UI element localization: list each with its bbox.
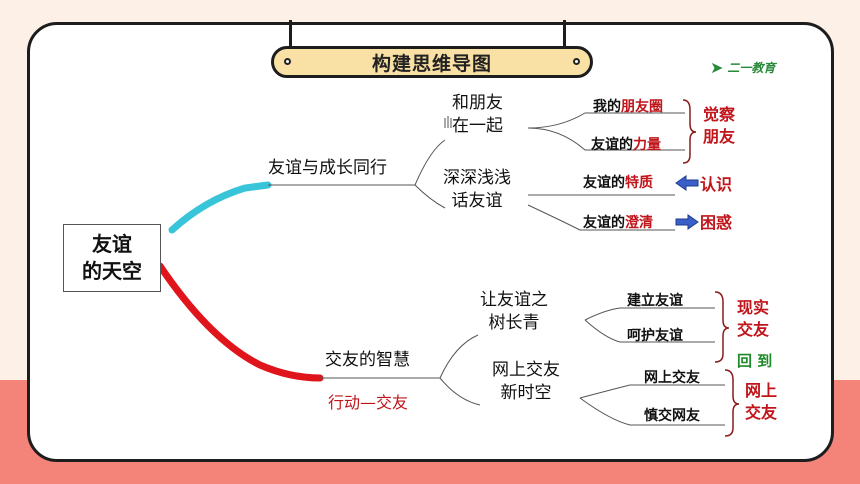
sub-node-1-line-1: 和朋友 <box>452 93 503 113</box>
binder-ring-right <box>563 20 566 46</box>
binder-ring-left <box>289 20 292 46</box>
arrow-right-icon <box>675 214 699 230</box>
annotation-1-line-2: 朋友 <box>703 127 736 146</box>
sub-node-1-line-2: 在一起 <box>452 116 503 136</box>
sub-node-2-line-1: 深深浅浅 <box>443 168 511 188</box>
root-line-2: 的天空 <box>82 259 142 283</box>
annotation-6-line-2: 交友 <box>745 403 778 422</box>
leaf-4: 友谊的澄清 <box>583 212 653 232</box>
leaf-2-prefix: 友谊的 <box>591 137 633 153</box>
leaf-1: 我的朋友圈 <box>593 96 663 116</box>
leaf-3-prefix: 友谊的 <box>583 175 625 191</box>
sub-node-1: 和朋友 在一起 <box>452 92 503 138</box>
leaf-2: 友谊的力量 <box>591 134 661 154</box>
connector-sub3 <box>320 334 479 379</box>
annotation-5: 回 到 <box>737 352 773 370</box>
bracket-3 <box>724 369 740 437</box>
connector-sub2 <box>414 184 446 209</box>
leaf-6: 呵护友谊 <box>627 328 683 344</box>
sub-node-4-line-2: 新时空 <box>500 383 552 403</box>
leaf-7: 网上交友 <box>644 370 700 386</box>
leaf-5: 建立友谊 <box>627 293 683 309</box>
circle-icon <box>573 58 580 65</box>
leaf-2-highlight: 力量 <box>633 137 661 153</box>
annotation-6: 网上 交友 <box>745 380 777 424</box>
brand-logo: ➤ 二一教育 <box>710 56 820 78</box>
annotation-3: 困惑 <box>700 213 733 232</box>
connector-sub1 <box>268 139 446 186</box>
sub-node-4-line-1: 网上交友 <box>492 360 560 380</box>
connector-leaf6 <box>584 319 715 343</box>
circle-icon <box>284 58 291 65</box>
leaf-8: 慎交网友 <box>644 408 700 424</box>
leaf-1-highlight: 朋友圈 <box>621 99 663 115</box>
branch-line-top <box>168 181 272 234</box>
branch-bottom-note: 行动—交友 <box>328 393 409 412</box>
connector-leaf5 <box>584 307 715 321</box>
leaf-3-highlight: 特质 <box>625 175 653 191</box>
arrow-left-icon <box>675 175 699 191</box>
sub-node-3-line-1: 让友谊之 <box>480 290 548 310</box>
bracket-1 <box>682 99 697 164</box>
branch-top-label: 友谊与成长同行 <box>268 158 387 178</box>
title-banner: 构建思维导图 <box>271 46 593 78</box>
annotation-1-line-1: 觉察 <box>703 105 736 124</box>
sub-node-4: 网上交友 新时空 <box>492 359 560 405</box>
sub-node-3: 让友谊之 树长青 <box>480 289 548 335</box>
annotation-6-line-1: 网上 <box>745 381 778 400</box>
leaf-3: 友谊的特质 <box>583 172 653 192</box>
annotation-4-line-2: 交友 <box>737 320 770 339</box>
leaf-4-highlight: 澄清 <box>625 215 653 231</box>
bracket-2 <box>714 291 730 363</box>
connector-leaf4 <box>527 204 675 231</box>
annotation-4-line-1: 现实 <box>737 298 770 317</box>
connector-leaf2 <box>527 127 685 151</box>
sub-node-3-line-2: 树长青 <box>488 313 540 333</box>
mindmap-card <box>27 22 834 462</box>
branch-line-bottom <box>156 262 324 382</box>
connector-sub4 <box>439 377 481 406</box>
root-line-1: 友谊 <box>92 232 132 256</box>
sub-node-2-line-2: 话友谊 <box>451 191 503 211</box>
leaf-4-prefix: 友谊的 <box>583 215 625 231</box>
annotation-1: 觉察 朋友 <box>703 104 735 148</box>
root-node: 友谊 的天空 <box>63 224 161 292</box>
leaf-1-prefix: 我的 <box>593 99 621 115</box>
connector-leaf7 <box>579 384 725 399</box>
connector-leaf8 <box>579 397 725 426</box>
page-title: 构建思维导图 <box>371 52 492 75</box>
tally-icon <box>444 116 452 128</box>
annotation-2: 认识 <box>700 175 733 194</box>
logo-text: 二一教育 <box>727 60 776 75</box>
branch-bottom-label: 交友的智慧 <box>325 350 410 370</box>
sub-node-2: 深深浅浅 话友谊 <box>443 167 511 213</box>
annotation-4: 现实 交友 <box>737 297 769 341</box>
runner-icon: ➤ <box>710 57 724 77</box>
